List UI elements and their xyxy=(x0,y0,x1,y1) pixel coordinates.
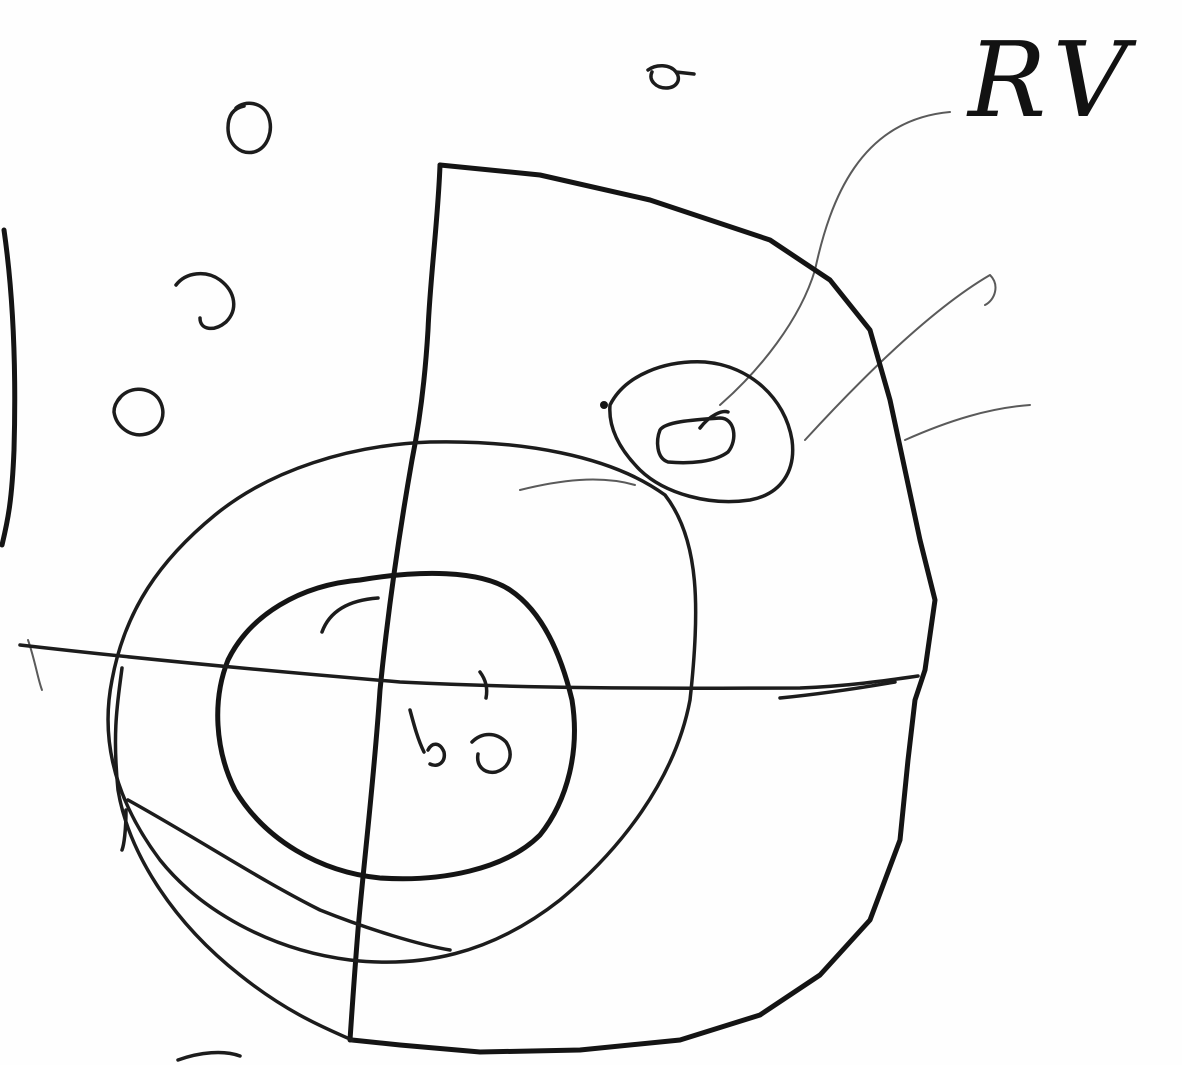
horizontal-divider-line xyxy=(20,645,918,688)
leader-line-2 xyxy=(805,275,995,440)
small-ring xyxy=(610,362,793,502)
lower-left-chord xyxy=(128,800,450,950)
scribble-top-left xyxy=(228,103,270,152)
left-edge-stroke xyxy=(2,230,15,545)
scribble-top-center xyxy=(648,66,694,88)
vertical-divider-line xyxy=(350,165,440,1040)
scribble-center-marks xyxy=(410,710,510,772)
outer-arc xyxy=(115,668,352,1040)
outer-segment-shape xyxy=(352,165,935,1052)
inner-blob-hook xyxy=(322,598,378,632)
small-ring-dot xyxy=(600,401,608,409)
inner-blob xyxy=(218,573,575,878)
small-ring-inner-rect xyxy=(658,418,734,463)
bottom-corner-stroke xyxy=(178,1053,240,1060)
label-leader-line xyxy=(720,112,950,405)
scribble-mid-left xyxy=(176,274,234,329)
leader-line-3 xyxy=(905,405,1030,440)
leader-line-4 xyxy=(520,480,635,490)
scribble-left-circle xyxy=(114,389,163,435)
